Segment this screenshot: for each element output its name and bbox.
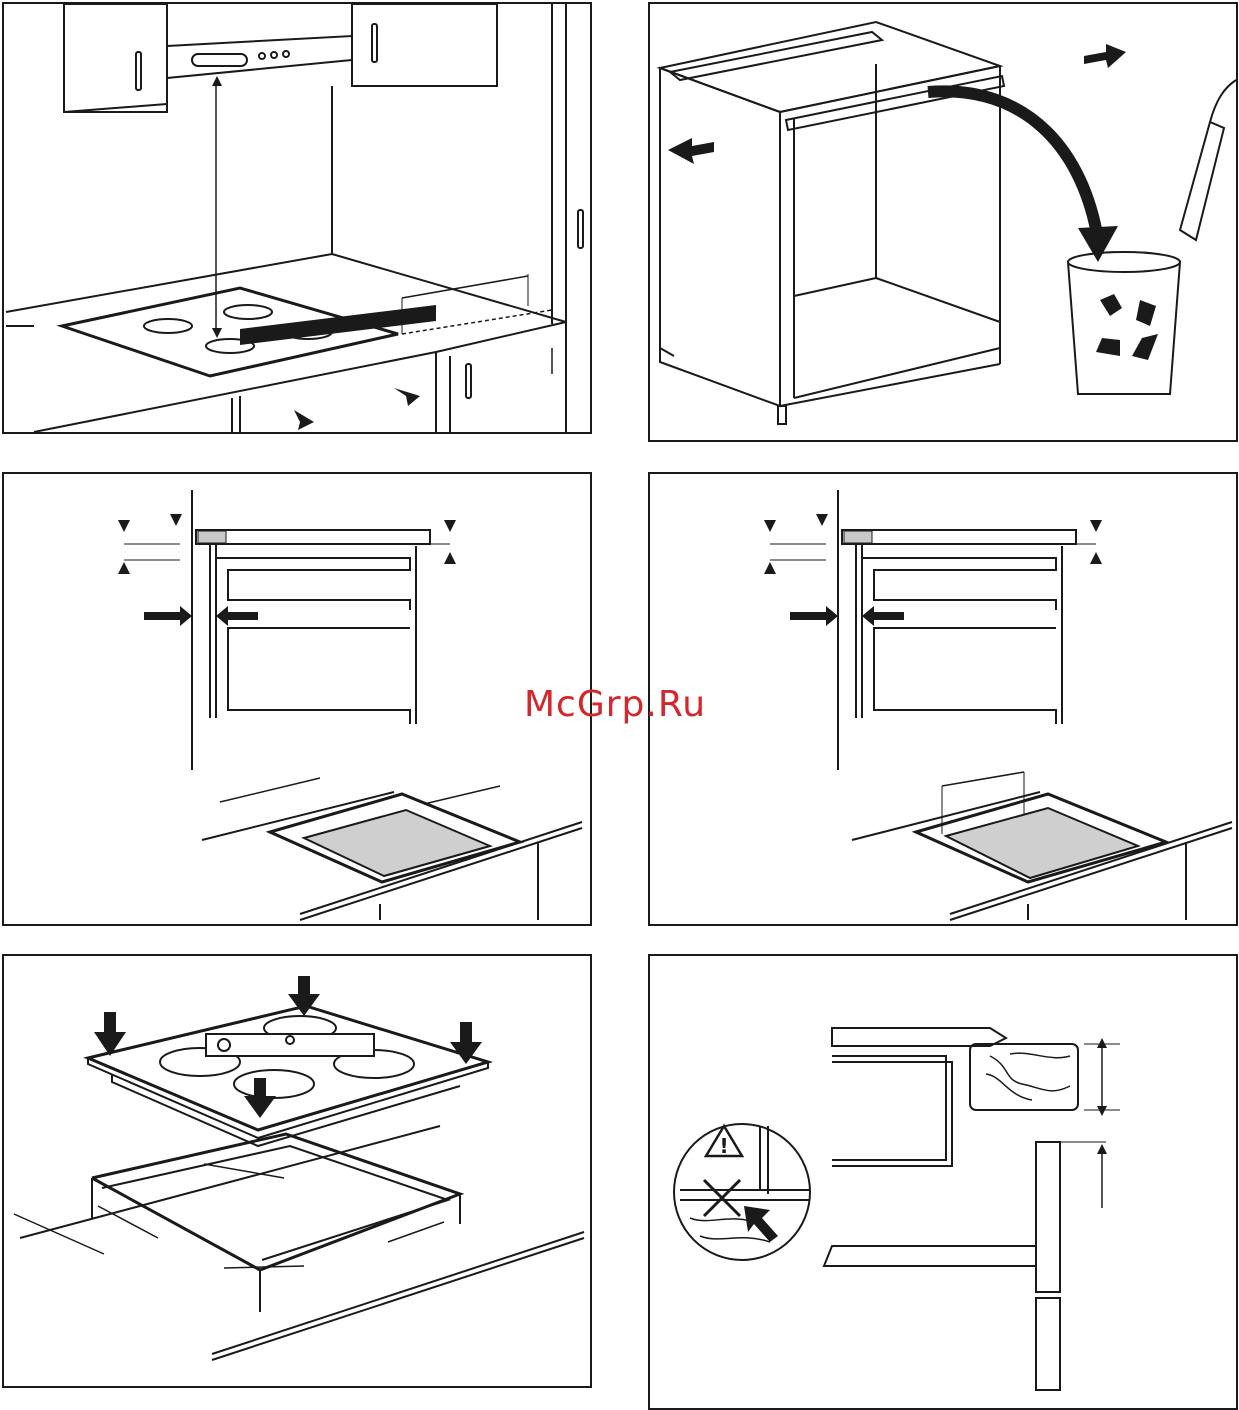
hob-placement-panel <box>2 2 592 434</box>
cabinet-drawing <box>650 4 1238 442</box>
detail-magnifier <box>674 1124 810 1260</box>
hob-levelling-panel <box>2 954 592 1388</box>
worktop-cutout <box>92 1134 460 1270</box>
waste-bin-icon <box>1068 252 1180 272</box>
hob-levelling-drawing <box>4 956 592 1388</box>
cross-section-alt-drawing <box>650 474 1238 926</box>
worktop-edge-panel: ! <box>648 954 1238 1410</box>
cross-section-alt-panel <box>648 472 1238 926</box>
worktop-edge-drawing: ! <box>650 956 1238 1410</box>
ventilation-gap <box>240 305 436 345</box>
worktop-section <box>196 530 430 544</box>
watermark: McGrp.Ru <box>524 684 706 725</box>
cross-section-panel <box>2 472 592 926</box>
hob-placement-drawing <box>4 4 592 434</box>
curved-arrow <box>928 91 1098 240</box>
hob-top <box>62 288 398 376</box>
cabinet-side <box>660 68 780 406</box>
arrow-icon <box>668 44 1126 262</box>
cross-section-drawing <box>4 474 592 926</box>
upper-cabinet-left <box>64 4 167 112</box>
cross-icon <box>704 1180 740 1216</box>
cabinet-panel <box>648 2 1238 442</box>
hob-plate <box>88 1006 488 1130</box>
arrow-icon <box>744 1038 1107 1242</box>
warning-exclamation: ! <box>719 1134 728 1158</box>
side-panel <box>1036 1142 1060 1292</box>
shelf <box>824 1246 1036 1266</box>
recycle-icon <box>1096 294 1158 360</box>
